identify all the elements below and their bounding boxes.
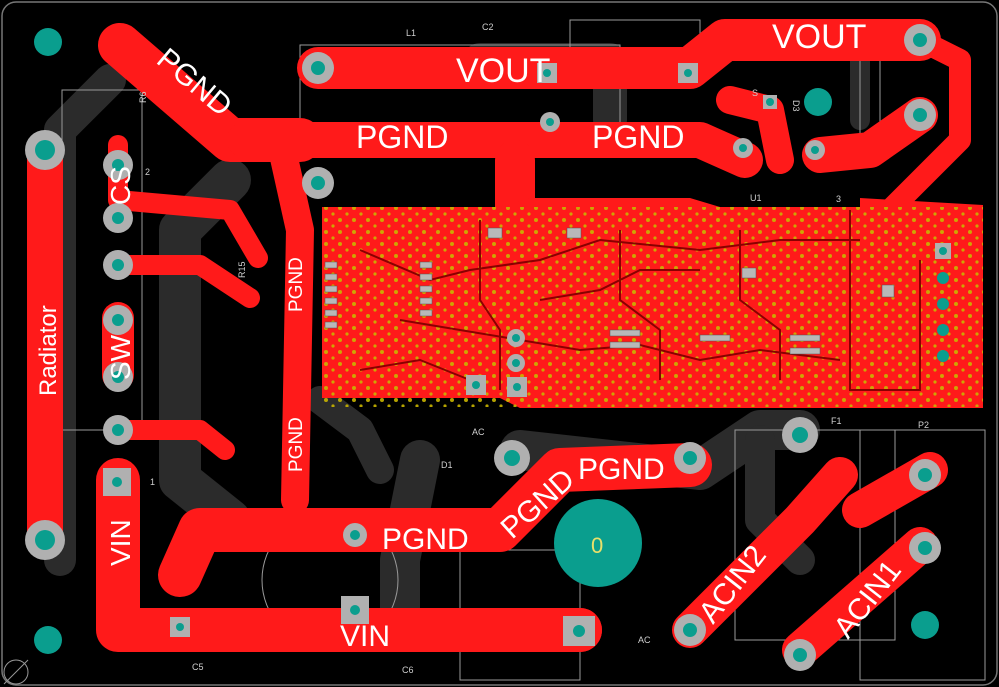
label-pin3: 3 <box>836 194 841 204</box>
copper-traces <box>27 19 971 668</box>
label-u1: U1 <box>750 193 762 203</box>
net-vout-top: VOUT <box>456 52 550 90</box>
net-pgnd-top-right: PGND <box>592 119 684 155</box>
label-f1: F1 <box>831 416 842 426</box>
label-2: 2 <box>145 167 150 177</box>
origin-marker-icon <box>3 659 29 685</box>
net-pgnd-bottom-right: PGND <box>578 453 665 486</box>
label-d1: D1 <box>441 460 453 470</box>
label-r6: R6 <box>138 91 148 103</box>
copper-pour <box>322 198 983 408</box>
label-c5: C5 <box>192 662 204 672</box>
net-sw: SW <box>105 334 136 380</box>
net-pgnd-vertical-lower: PGND <box>286 417 307 472</box>
label-c6: C6 <box>402 665 414 675</box>
label-c2: C2 <box>482 22 494 32</box>
through-hole-pads[interactable] <box>25 24 951 671</box>
label-radiator: Radiator <box>35 305 62 396</box>
net-cs: CS <box>105 166 136 205</box>
label-s: S <box>752 88 758 98</box>
label-pin1: 1 <box>150 477 155 487</box>
silkscreen-labels: L1 C2 R6 D3 U1 R15 AC AC D1 F1 P2 C5 C6 … <box>138 22 929 675</box>
net-vout-right: VOUT <box>772 18 866 56</box>
label-r15: R15 <box>237 261 247 278</box>
mounting-hole <box>34 28 939 654</box>
net-pgnd-top-left: PGND <box>356 119 448 155</box>
label-l1: L1 <box>406 28 416 38</box>
net-pgnd-bottom: PGND <box>382 523 469 556</box>
label-p2: P2 <box>918 420 929 430</box>
net-vin-left: VIN <box>105 519 136 566</box>
label-ac-bottom: AC <box>638 635 651 645</box>
label-d3: D3 <box>791 100 801 112</box>
net-pgnd-vertical-upper: PGND <box>286 257 307 312</box>
label-ac-top: AC <box>472 427 485 437</box>
mount-hole-label: 0 <box>591 533 603 558</box>
net-vin-bottom: VIN <box>340 620 390 653</box>
